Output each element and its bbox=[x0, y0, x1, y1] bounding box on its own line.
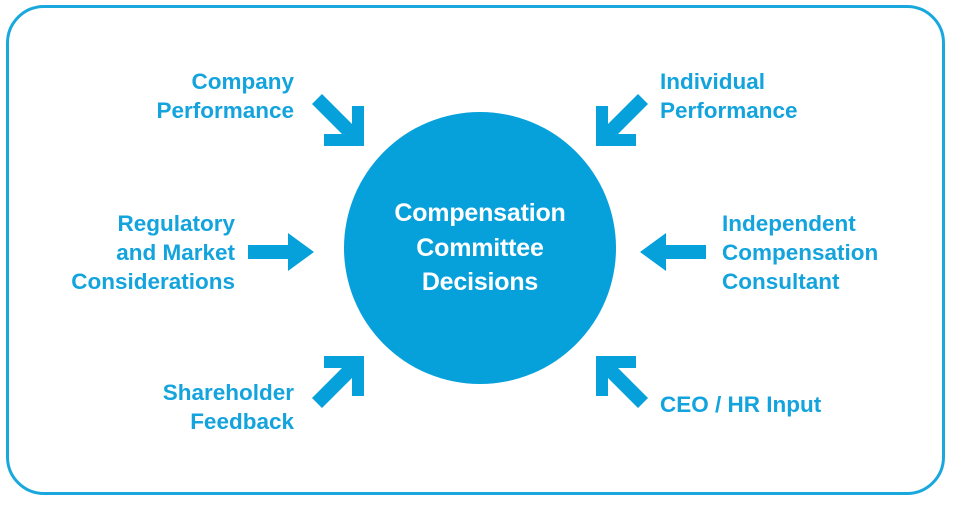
arrow-up-right-icon bbox=[308, 352, 368, 412]
arrow-left-icon bbox=[640, 232, 706, 272]
label-individual-performance: Individual Performance bbox=[660, 69, 798, 123]
label-ceo-hr-input: CEO / HR Input bbox=[660, 392, 822, 417]
label-shareholder-feedback: Shareholder Feedback bbox=[162, 380, 294, 434]
center-node-compensation-committee-decisions: Compensation Committee Decisions bbox=[344, 112, 616, 384]
center-node-label: Compensation Committee Decisions bbox=[394, 199, 566, 297]
label-regulatory-and-market-considerations: Regulatory and Market Considerations bbox=[71, 211, 235, 294]
arrow-up-left-icon bbox=[592, 352, 652, 412]
arrow-down-left-icon bbox=[592, 90, 652, 150]
arrow-down-right-icon bbox=[308, 90, 368, 150]
arrow-right-icon bbox=[248, 232, 314, 272]
label-company-performance: Company Performance bbox=[156, 69, 294, 123]
label-independent-compensation-consultant: Independent Compensation Consultant bbox=[722, 211, 879, 294]
